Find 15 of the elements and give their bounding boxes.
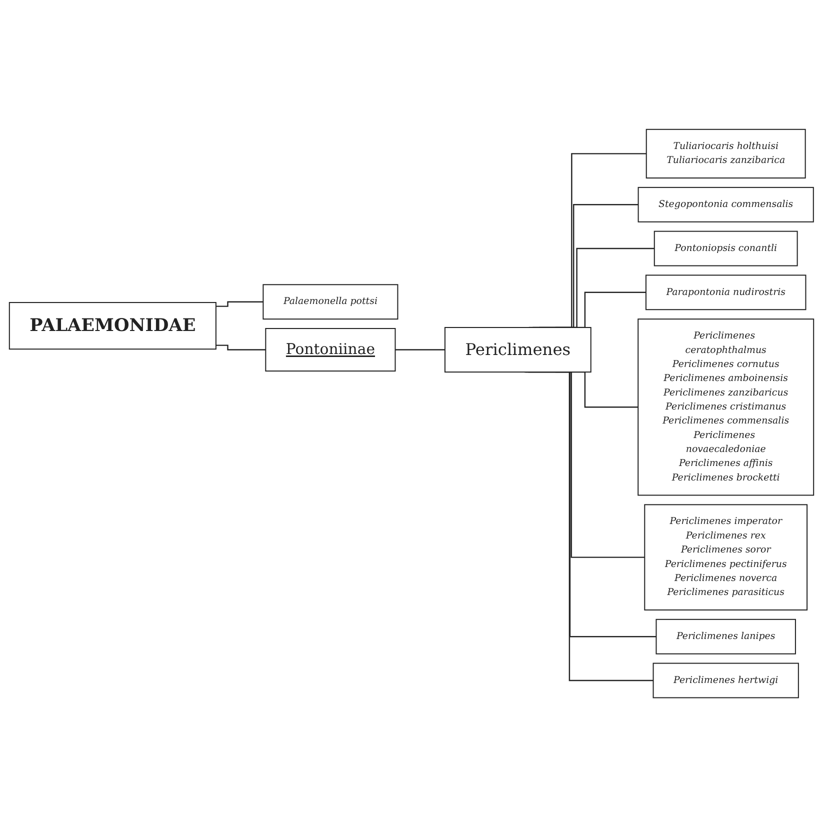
node-box: Parapontonia nudirostris <box>645 274 806 310</box>
node-box: Periclimenes lanipes <box>656 618 796 654</box>
node-box: Periclimenes ceratophthalmus Periclimenes cornutus Periclimenes amboinensis Periclimenes zanzibaricus Periclimenes cristimanus Periclimenes commensalis Periclimenes novaecaledoniae Periclimenes affinis Periclimenes brocketti <box>638 318 814 496</box>
node-box: Pontoniopsis conantli <box>654 230 798 266</box>
connector <box>216 344 266 350</box>
node-box: Stegopontonia commensalis <box>638 186 814 222</box>
node-box: Tuliariocaris holthuisi Tuliariocaris zanzibarica <box>646 128 806 178</box>
node-box: PALAEMONIDAE <box>8 302 216 350</box>
node-box: Periclimenes imperator Periclimenes rex Periclimenes soror Periclimenes pectiniferus Periclimenes noverca Periclimenes parasiticus <box>644 504 808 610</box>
node-box: Pontoniinae <box>265 328 396 372</box>
connector <box>216 301 264 307</box>
node-box: Periclimenes hertwigi <box>652 662 799 698</box>
node-box: Palaemonella pottsi <box>262 284 398 320</box>
connector <box>395 349 445 350</box>
node-box: Periclimenes <box>444 326 592 372</box>
